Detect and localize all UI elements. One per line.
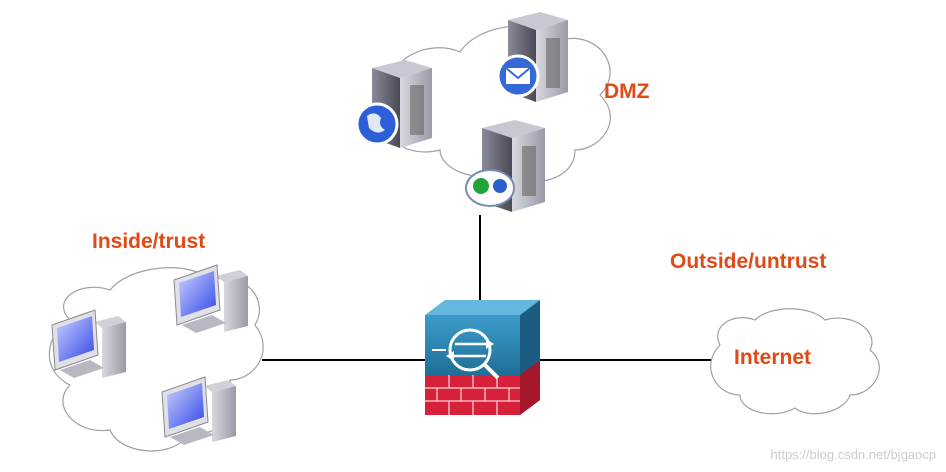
workstation-icon-3 bbox=[161, 376, 236, 445]
firewall-icon bbox=[425, 300, 540, 415]
ftp-server-icon bbox=[465, 120, 545, 212]
workstation-icon-1 bbox=[51, 309, 126, 378]
web-server-icon bbox=[355, 60, 432, 148]
upload-icon bbox=[493, 179, 507, 193]
dmz-label: DMZ bbox=[604, 80, 650, 103]
connection-lines bbox=[262, 215, 715, 361]
inside-trust-label: Inside/trust bbox=[92, 230, 206, 253]
internet-label: Internet bbox=[734, 346, 812, 369]
inspection-lens-icon bbox=[448, 328, 492, 372]
mail-server-icon bbox=[496, 12, 568, 102]
workstation-icon-2 bbox=[173, 264, 248, 333]
internet-cloud bbox=[710, 308, 880, 415]
outside-untrust-label: Outside/untrust bbox=[670, 250, 827, 273]
watermark: https://blog.csdn.net/bjgaocp bbox=[770, 447, 936, 462]
download-icon bbox=[473, 178, 489, 194]
